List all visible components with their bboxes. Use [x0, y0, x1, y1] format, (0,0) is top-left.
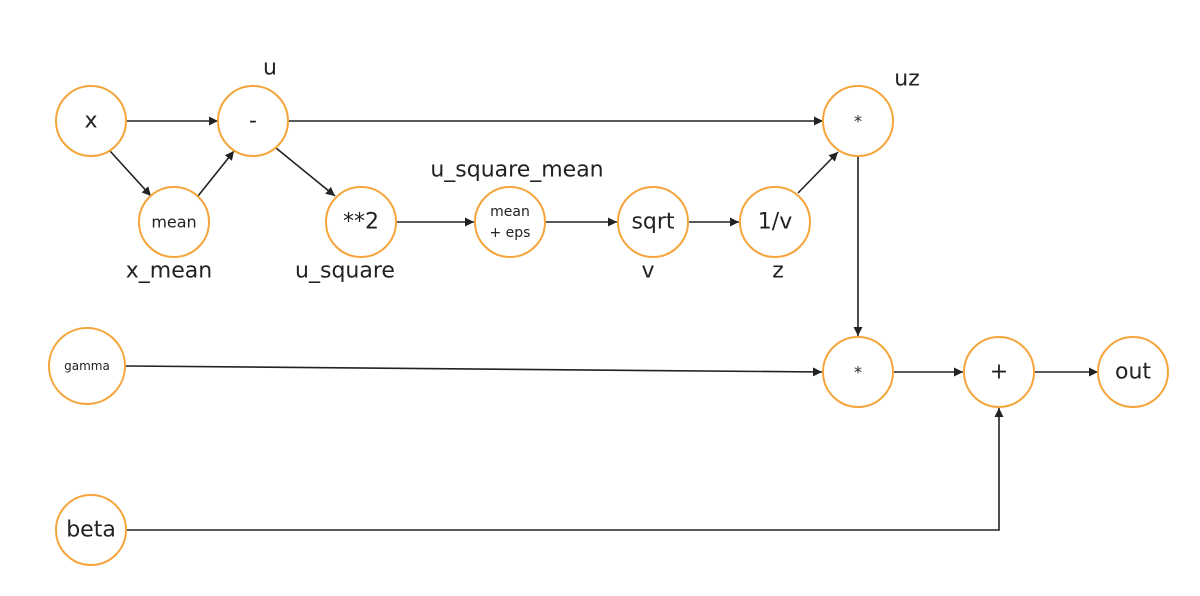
node-reciprocal: 1/v	[739, 186, 811, 258]
node-gamma: gamma	[48, 327, 126, 405]
node-beta: beta	[55, 494, 127, 566]
edge-recip-to-mul-uz	[797, 151, 839, 194]
label-z: z	[772, 259, 784, 284]
label-x-mean: x_mean	[126, 259, 212, 284]
node-multiply-uz: *	[822, 85, 894, 157]
node-square: **2	[325, 186, 397, 258]
node-x: x	[55, 85, 127, 157]
node-add-text: +	[990, 360, 1008, 385]
node-out: out	[1097, 336, 1169, 408]
node-x-text: x	[84, 109, 97, 134]
node-square-text: **2	[343, 210, 379, 235]
node-mean-eps-text-1: mean	[490, 204, 530, 220]
labels: u x_mean u_square u_square_mean v z uz	[126, 56, 920, 284]
node-x-mean: mean	[138, 186, 210, 258]
edge-x-to-mean	[109, 150, 152, 197]
edge-mean-to-sub	[197, 150, 235, 197]
node-beta-text: beta	[66, 518, 116, 543]
node-reciprocal-text: 1/v	[758, 210, 792, 235]
node-out-text: out	[1115, 360, 1151, 385]
edge-gamma-to-mul-gamma	[125, 365, 823, 377]
label-v: v	[641, 259, 654, 284]
edge-beta-to-add	[126, 408, 1004, 531]
label-u-square-mean: u_square_mean	[430, 158, 603, 183]
node-mean-eps: mean + eps	[474, 186, 546, 258]
label-u-square: u_square	[295, 259, 395, 284]
node-sqrt: sqrt	[617, 186, 689, 258]
edge-sub-to-square	[275, 147, 336, 197]
node-sqrt-text: sqrt	[631, 210, 674, 235]
node-gamma-text: gamma	[64, 359, 110, 373]
node-x-mean-text: mean	[151, 213, 196, 232]
node-multiply-uz-text: *	[854, 112, 862, 131]
node-mean-eps-text-2: + eps	[490, 225, 531, 241]
label-uz: uz	[894, 67, 920, 92]
edges	[109, 116, 1098, 531]
node-subtract-text: -	[249, 109, 257, 134]
node-multiply-gamma-text: *	[854, 363, 862, 382]
label-u: u	[263, 56, 277, 81]
node-multiply-gamma: *	[822, 336, 894, 408]
node-add: +	[963, 336, 1035, 408]
node-subtract: -	[217, 85, 289, 157]
